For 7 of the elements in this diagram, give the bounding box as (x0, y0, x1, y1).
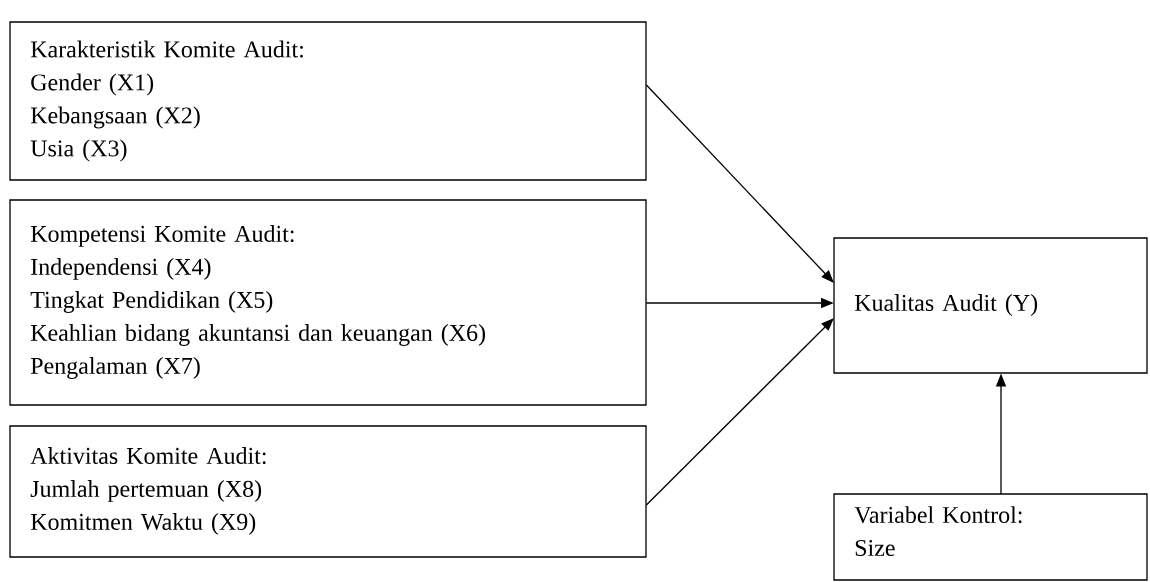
text-box: Kualitas Audit (Y) (833, 237, 1148, 374)
text-box: Variabel Kontrol: Size (833, 493, 1148, 581)
text-box: Karakteristik Komite Audit: Gender (X1) Kebangsaan (X2) Usia (X3) (9, 21, 647, 181)
text-box: Kompetensi Komite Audit: Independensi (X4) Tingkat Pendidikan (X5) Keahlian bidang akuntansi dan keuangan (X6) Pengalaman (X7) (9, 199, 647, 406)
arrow (645, 318, 834, 506)
text-box: Aktivitas Komite Audit: Jumlah pertemuan (X8) Komitmen Waktu (X9) (9, 425, 647, 558)
arrow (645, 84, 834, 283)
